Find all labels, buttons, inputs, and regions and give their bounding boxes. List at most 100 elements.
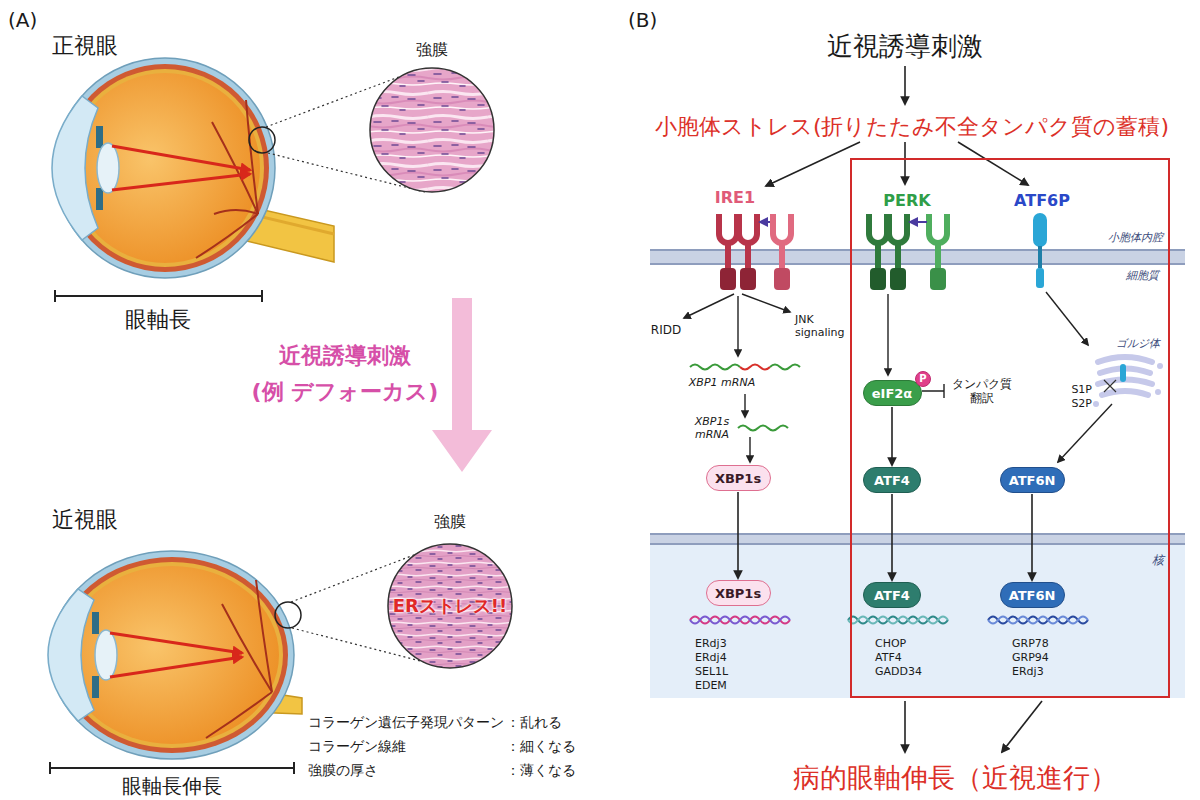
pathway-arrow bbox=[742, 294, 790, 312]
perk-receptor bbox=[869, 214, 887, 243]
ire1-receptor bbox=[779, 242, 785, 268]
normal-eye bbox=[96, 126, 103, 148]
magnifier-circle: 強膜ERストレス!! bbox=[386, 512, 514, 672]
atf6-receptor bbox=[1036, 268, 1044, 288]
myopic-eye bbox=[48, 589, 94, 721]
perk-receptor bbox=[929, 214, 947, 290]
pathway-arrow bbox=[737, 296, 738, 356]
ire1-receptor bbox=[719, 214, 737, 243]
ire1-receptor bbox=[739, 214, 757, 290]
nuclear-membrane bbox=[650, 534, 1185, 544]
normal-eye bbox=[196, 214, 258, 258]
protein-name: XBP1s bbox=[715, 587, 761, 600]
compartment-label: 細胞質 bbox=[1126, 269, 1159, 282]
finding-text: ：乱れる bbox=[506, 714, 562, 731]
panel-letter: (A) bbox=[8, 8, 37, 32]
ire1-receptor bbox=[739, 214, 757, 243]
ire1-receptor bbox=[720, 268, 736, 290]
pathway-arrow bbox=[684, 292, 1112, 462]
normal-eye bbox=[249, 127, 275, 153]
magnifier-outline bbox=[386, 512, 514, 672]
perk-receptor bbox=[930, 268, 946, 290]
golgi-apparatus bbox=[1155, 389, 1161, 395]
protein-pill: ATF4 bbox=[863, 582, 921, 608]
stimulus-label: 近視誘導刺激 bbox=[827, 31, 983, 62]
mrna-strand bbox=[738, 426, 788, 431]
effect-label: タンパク質 翻訳 bbox=[950, 377, 1014, 406]
stimulus-label: (例 デフォーカス) bbox=[252, 379, 439, 405]
pathway-arrow bbox=[749, 437, 750, 462]
protease-name: S1P bbox=[1071, 383, 1092, 396]
normal-eye bbox=[96, 188, 103, 210]
outcome-arrow bbox=[905, 701, 1042, 752]
pathway-arrow bbox=[744, 394, 745, 417]
normal-eye bbox=[97, 143, 119, 193]
protein-pill: ATF4 bbox=[863, 467, 921, 493]
finding-text: ：細くなる bbox=[506, 738, 576, 755]
nuclear-membrane bbox=[650, 534, 1185, 544]
signal-arrow bbox=[891, 407, 893, 465]
gene-name: GRP94 bbox=[1012, 651, 1049, 664]
dimension-label: 眼軸長伸長 bbox=[122, 774, 222, 798]
stimulus-arrow bbox=[432, 298, 492, 472]
protein-pill: XBP1s bbox=[706, 465, 771, 491]
sensor-name: ATF6P bbox=[1014, 191, 1070, 210]
gene-name: ATF4 bbox=[875, 651, 902, 664]
normal-eye bbox=[66, 69, 264, 267]
dna-helix bbox=[690, 617, 1088, 624]
magnifier-outline bbox=[368, 40, 496, 196]
perk-receptor bbox=[929, 214, 947, 243]
protein-pill: eIF2α bbox=[863, 380, 922, 406]
dimension-bracket bbox=[50, 762, 294, 774]
protein-name: XBP1s bbox=[715, 472, 761, 485]
dimension-bracket bbox=[55, 290, 262, 302]
dimension-label: 眼軸長 bbox=[125, 307, 191, 333]
magnifier-circle: 強膜 bbox=[368, 40, 496, 196]
gene-name: GRP78 bbox=[1012, 637, 1049, 650]
gene-name: ERdj3 bbox=[1012, 665, 1044, 678]
dna-helix bbox=[848, 617, 948, 624]
normal-eye bbox=[112, 174, 250, 190]
pathway-arrow bbox=[887, 294, 888, 375]
normal-eye bbox=[52, 58, 334, 278]
compartment-label: 核 bbox=[1152, 553, 1164, 567]
finding-text: コラーゲン遺伝子発現パターン bbox=[308, 714, 504, 731]
sclera-tissue bbox=[388, 544, 512, 668]
pathway-arrow bbox=[684, 294, 734, 318]
dna-helix bbox=[988, 617, 1088, 624]
dna-helix bbox=[988, 617, 1088, 624]
myopic-eye bbox=[256, 580, 272, 692]
golgi-apparatus bbox=[1093, 357, 1163, 407]
myopic-eye bbox=[48, 551, 302, 759]
normal-eye bbox=[112, 146, 250, 170]
normal-eye bbox=[52, 96, 98, 240]
signal-arrow bbox=[737, 492, 739, 578]
dna-helix bbox=[690, 617, 790, 624]
compartment-label: 小胞体内腔 bbox=[1108, 231, 1163, 244]
perk-receptor bbox=[889, 214, 907, 290]
protein-pill: ATF6N bbox=[1000, 467, 1065, 493]
perk-receptor bbox=[869, 214, 887, 290]
pathway-arrow bbox=[1058, 404, 1112, 462]
stress-callout: ERストレス!! bbox=[393, 594, 508, 618]
gene-name: ERdj3 bbox=[695, 637, 727, 650]
golgi-apparatus bbox=[1098, 357, 1152, 362]
normal-eye bbox=[55, 58, 275, 278]
mrna-label: XBP1 mRNA bbox=[689, 376, 755, 389]
normal-eye bbox=[70, 73, 260, 263]
perk-receptor bbox=[869, 214, 947, 290]
mrna-strand bbox=[770, 365, 800, 370]
normal-eye bbox=[246, 100, 258, 214]
myopic-eye bbox=[92, 612, 99, 634]
flow-arrow bbox=[904, 66, 906, 104]
myopic-eye bbox=[92, 676, 99, 698]
atf6-receptor bbox=[1033, 213, 1047, 247]
nuclear-membrane bbox=[650, 534, 1185, 544]
protein-name: ATF6N bbox=[1009, 589, 1056, 602]
gene-name: EDEM bbox=[695, 679, 727, 692]
atf6-receptor bbox=[1038, 246, 1042, 268]
gene-name: ERdj4 bbox=[695, 651, 727, 664]
signal-arrow bbox=[1031, 494, 1033, 580]
